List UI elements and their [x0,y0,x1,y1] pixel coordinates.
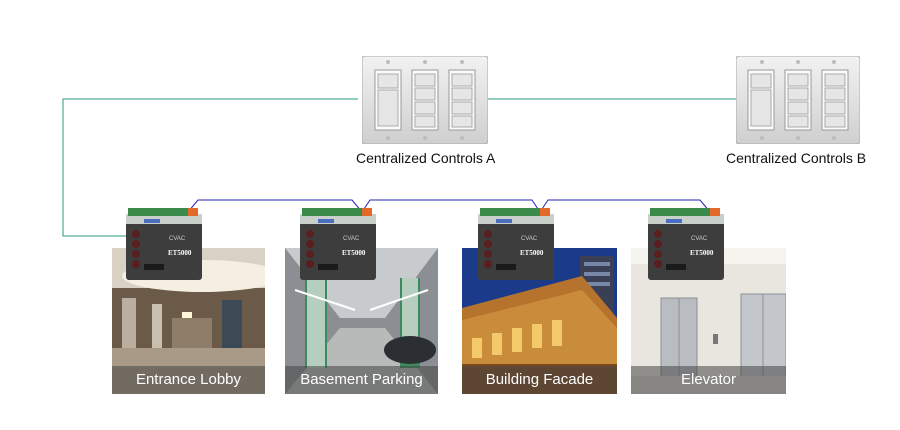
zone-lobby-module: CVAC ET5000 [124,208,204,280]
zone-parking-label: Basement Parking [285,366,438,394]
wall-plate-a [361,55,489,145]
wall-plate-b [735,55,861,145]
zone-elevator-module: CVAC ET5000 [646,208,726,280]
zone-parking-module-brand: CVAC [343,236,360,242]
zone-facade-module-model: ET5000 [520,249,544,257]
zone-facade-module-brand: CVAC [521,236,538,242]
zone-facade-photo: Building Facade [462,248,617,394]
zone-lobby-module-brand: CVAC [169,236,186,242]
control-bus-line [62,98,358,237]
module-bus-line [187,199,711,213]
zone-lobby-module-model: ET5000 [168,249,192,257]
zone-facade-label: Building Facade [462,366,617,394]
controls-b-label: Centralized Controls B [726,150,867,166]
zone-elevator-module-model: ET5000 [690,249,714,257]
zone-elevator-label: Elevator [631,366,786,394]
zone-facade-module: CVAC ET5000 [476,208,556,280]
zone-elevator-module-brand: CVAC [691,236,708,242]
zone-parking-module: CVAC ET5000 [298,208,378,280]
zone-lobby-label: Entrance Lobby [112,366,265,394]
zone-parking-module-model: ET5000 [342,249,366,257]
controls-a-label: Centralized Controls A [356,150,496,166]
